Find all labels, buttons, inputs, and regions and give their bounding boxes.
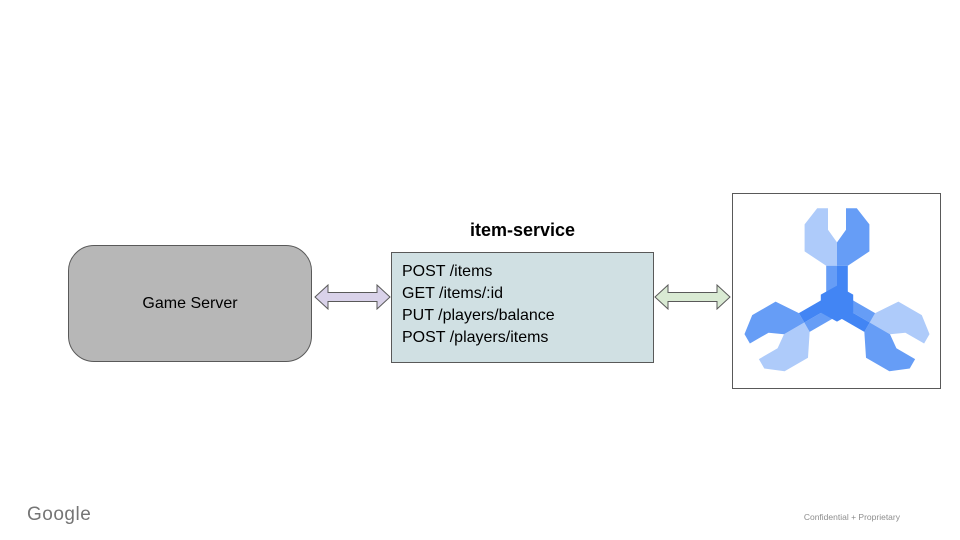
- item-service-node: POST /items GET /items/:id PUT /players/…: [391, 252, 654, 363]
- spanner-node: [732, 193, 941, 389]
- confidentiality-note: Confidential + Proprietary: [803, 512, 900, 522]
- endpoint-put-balance: PUT /players/balance: [402, 307, 555, 324]
- endpoint-post-items: POST /items: [402, 263, 493, 280]
- arrow-left-shape: [314, 284, 391, 310]
- game-server-node: Game Server: [68, 245, 312, 362]
- endpoint-get-item: GET /items/:id: [402, 285, 504, 302]
- game-server-label: Game Server: [142, 294, 238, 312]
- endpoint-post-player-items: POST /players/items: [402, 329, 549, 346]
- bidirectional-arrow-left: [314, 284, 391, 310]
- cloud-spanner-icon: [737, 208, 936, 380]
- google-logo: Google: [27, 504, 92, 525]
- item-service-title: item-service: [469, 220, 576, 240]
- spanner-core: [820, 285, 853, 322]
- arrow-right-shape: [654, 284, 731, 310]
- bidirectional-arrow-right: [654, 284, 731, 310]
